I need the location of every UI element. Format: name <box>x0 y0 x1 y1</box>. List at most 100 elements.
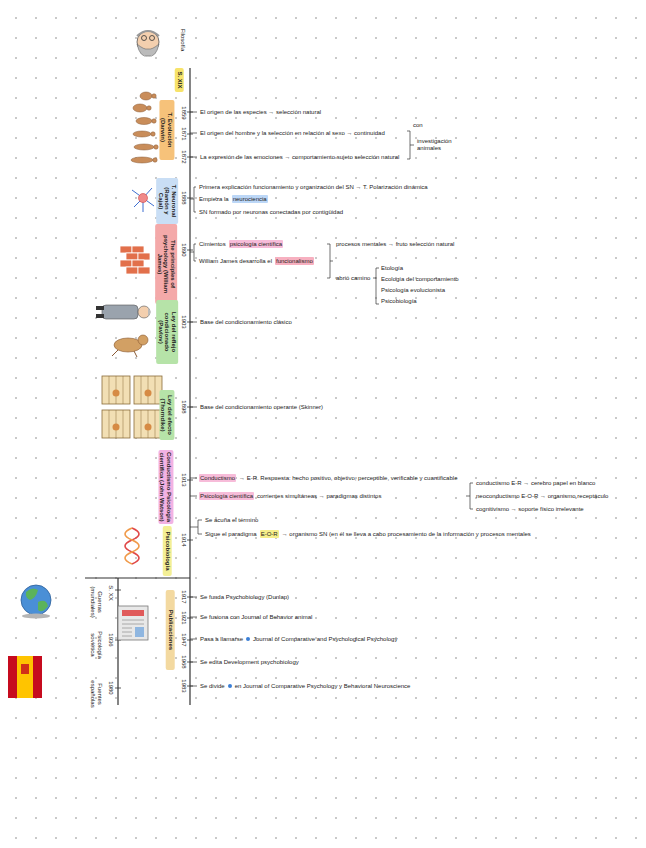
text-row: Sigue el paradigmaE-O-R→ organismo SN (e… <box>205 530 531 538</box>
note-text: con <box>413 121 423 129</box>
note-text: investigación animales <box>417 138 452 151</box>
text-row: Conductismo→ E-R. Respuesta: hecho posit… <box>199 474 457 482</box>
note-text: El origen del hombre y la selección en r… <box>200 129 385 137</box>
note-text: Cimientos <box>199 240 226 248</box>
rotated-label: 1980 <box>107 678 114 698</box>
note-text: conductismo E-R → cerebro papel en blanc… <box>476 479 595 487</box>
period-label: Guerras (mundiales) <box>91 586 104 617</box>
text-row: Se acuña el término <box>205 516 258 524</box>
note-text: Pasa a llamarse <box>200 635 243 643</box>
spain-flag <box>8 656 42 698</box>
note-text: Empieza la <box>199 195 229 203</box>
text-row: La expresión de las emociones → comporta… <box>200 153 399 161</box>
year-label: 1898 <box>180 400 186 413</box>
bricks-icon <box>120 246 150 274</box>
tag-text: T. Evolución (Darwin) <box>161 112 174 147</box>
note-text: Se divide <box>200 682 225 690</box>
note-text: Psicología científica <box>199 492 254 500</box>
text-row: abrió camino <box>336 274 370 282</box>
puzzle-boxes <box>102 376 162 438</box>
text-row: conductismo E-R → cerebro papel en blanc… <box>476 479 595 487</box>
rotated-text-holder: S. XIX <box>175 68 184 92</box>
year-label: 1980 <box>107 681 113 694</box>
rotated-text-holder: 1913 <box>180 470 187 490</box>
bullet-dot <box>228 684 232 688</box>
note-text: neoconductismo E-O-R → organismo receptá… <box>476 492 608 500</box>
text-row: Se edita Development psychobiology <box>200 658 299 666</box>
note-text: Se fusiona con Journal of Behavior anima… <box>200 613 312 621</box>
rotated-text-holder: Publicaciones <box>166 590 175 670</box>
text-row: Se fusiona con Journal of Behavior anima… <box>200 613 312 621</box>
year-label: 1947 <box>180 633 186 646</box>
globe-icon <box>21 585 51 619</box>
rotated-label: 1936 <box>107 630 114 650</box>
dna-icon <box>125 528 139 564</box>
timeline-tag: The principles of psychology (William Ja… <box>155 224 177 304</box>
rotated-text-holder: Psicobiología <box>163 526 172 576</box>
rotated-label: 1917 <box>180 587 187 607</box>
year-label: 1859 <box>180 106 186 119</box>
rotated-text-holder: T. Evolución (Darwin) <box>159 100 174 160</box>
tag-text: Ley del efecto (Thorndike) <box>161 395 174 435</box>
note-text: Se funda Psychobiology (Dunlap) <box>200 593 289 601</box>
period-label: Filosofía <box>179 29 185 52</box>
rotated-label: Filosofía <box>179 24 186 56</box>
note-text: William James desarrolla el <box>199 257 272 265</box>
text-row: con <box>413 121 423 129</box>
rotated-text-holder: Conductismo Psicología científica (John … <box>158 450 173 524</box>
tag-text: Conductismo Psicología científica (John … <box>160 452 173 522</box>
rotated-text-holder: 1936 <box>107 630 114 650</box>
rotated-text-holder: 1872 <box>180 147 187 167</box>
year-label: 1888 <box>180 191 186 204</box>
rotated-text-holder: T. Neuronal (Ramón y Cajal) <box>156 178 178 224</box>
note-text: Journal of Comparative and Psychological… <box>253 635 397 643</box>
timeline-tag: Ley del reflejo condicionado (Pavlov) <box>156 300 178 364</box>
note-text: → E-R. Respuesta: hecho positivo, objeti… <box>239 474 457 482</box>
period-label: S. XX <box>107 585 113 600</box>
note-text: corrientes simultáneas → paradigmas dist… <box>257 492 381 500</box>
rotated-label: 1903 <box>180 312 187 332</box>
tag-text: Psicobiología <box>164 531 170 570</box>
year-label: 1983 <box>180 679 186 692</box>
text-row: Primera explicación funcionamiento y org… <box>199 183 428 191</box>
rotated-label: 1872 <box>180 147 187 167</box>
text-row: Psicología científicacorrientes simultán… <box>199 492 381 500</box>
year-label: 1913 <box>180 473 186 486</box>
rotated-text-holder: Ley del efecto (Thorndike) <box>159 390 174 440</box>
rotated-text-holder: 1983 <box>180 676 187 696</box>
rotated-label: 1913 <box>180 470 187 490</box>
timeline-tag: Psicobiología <box>163 526 172 576</box>
text-row: Pasa a llamarse Journal of Comparative an… <box>200 635 397 643</box>
note-text: Sigue el paradigma <box>205 530 257 538</box>
text-row: Se funda Psychobiology (Dunlap) <box>200 593 289 601</box>
pavlov-icon <box>96 305 151 357</box>
note-text: E-O-R <box>260 530 279 538</box>
timeline-tag: T. Neuronal (Ramón y Cajal) <box>156 178 178 224</box>
year-label: 1921 <box>180 611 186 624</box>
rotated-text-holder: Filosofía <box>179 24 186 56</box>
text-row: William James desarrolla elfuncionalismo <box>199 257 314 265</box>
rotated-text-holder: 1914 <box>180 530 187 550</box>
neuron-icon <box>132 188 154 212</box>
timeline-tag: T. Evolución (Darwin) <box>159 100 174 160</box>
rotated-text-holder: 1903 <box>180 312 187 332</box>
note-text: neurociencia <box>232 195 268 203</box>
rotated-text-holder: 1898 <box>180 397 187 417</box>
year-label: 1872 <box>180 150 186 163</box>
note-text: Base del condicionamiento operante (Skin… <box>200 403 323 411</box>
rotated-text-holder: 1968 <box>180 652 187 672</box>
rotated-label: 1859 <box>180 103 187 123</box>
rotated-label: 1914 <box>180 530 187 550</box>
note-text: Se edita Development psychobiology <box>200 658 299 666</box>
rotated-text-holder: 1859 <box>180 103 187 123</box>
note-text: en Journal of Comparative Psychology y B… <box>235 682 411 690</box>
text-row: Base del condicionamiento clásico <box>200 318 292 326</box>
note-text: cognitivismo → soporte físico irrelevant… <box>476 505 584 513</box>
note-text: Psicobiología <box>381 297 417 305</box>
rotated-label: 1871 <box>180 124 187 144</box>
year-label: 1968 <box>180 655 186 668</box>
text-row: Se divide en Journal of Comparative Psych… <box>200 682 410 690</box>
rotated-text-holder: Ley del reflejo condicionado (Pavlov) <box>156 300 178 364</box>
rotated-text-holder: 1871 <box>180 124 187 144</box>
